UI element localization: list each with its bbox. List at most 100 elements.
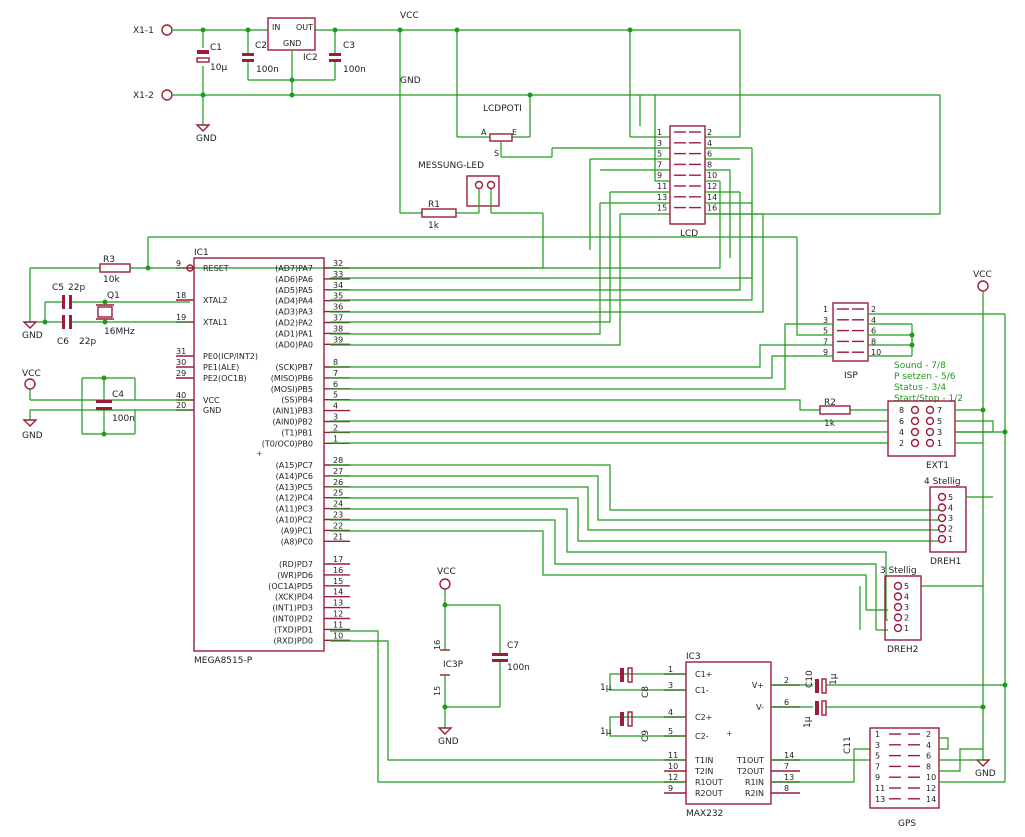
lcd-pin-9: 9 (657, 171, 662, 180)
gps-pin-8: 8 (926, 762, 931, 771)
r1-value: 1k (428, 221, 440, 231)
ic3-pin-7: 7 (784, 762, 789, 771)
ic1-pin-14: 14 (333, 588, 343, 597)
isp-pin-8: 8 (871, 337, 876, 346)
gps-pin-1: 1 (875, 730, 880, 739)
ic3-pin-12: 12 (668, 773, 678, 782)
ic1-pin-32: 32 (333, 259, 343, 268)
lcdpoti-label: LCDPOTI (483, 104, 522, 114)
ic3-pin-label-1: C1+ (695, 670, 712, 679)
ic1-pin-label-32: (AD7)PA7 (275, 264, 313, 273)
c10-label: C10 (805, 670, 815, 688)
led-label: MESSUNG-LED (418, 161, 484, 171)
lcd-pin-13: 13 (657, 193, 667, 202)
gps-pin-10: 10 (926, 773, 936, 782)
gnd-label-4: GND (975, 769, 996, 779)
ic3-label: IC3 (686, 652, 701, 662)
ic1-pin-label-35: (AD4)PA4 (275, 297, 313, 306)
c9-value: 1µ (600, 727, 612, 737)
lcd-pin-14: 14 (707, 193, 717, 202)
ic1-pin-12: 12 (333, 610, 343, 619)
connector-x1-2[interactable] (161, 89, 173, 101)
ic1-pin-label-6: (MOSI)PB5 (271, 385, 313, 394)
ic3-pin-3: 3 (668, 681, 673, 690)
connector-x1-2-label: X1-2 (133, 91, 154, 101)
ic1-pin-17: 17 (333, 555, 343, 564)
ic1-pin-20: 20 (176, 401, 186, 410)
r1-label: R1 (428, 200, 440, 210)
ic3-pin-14: 14 (784, 751, 794, 760)
power-input-section: X1-1 X1-2 C1 10µ GND C2 100n IN OUT GND … (133, 11, 940, 144)
ic1-pin-label-8: (SCK)PB7 (275, 363, 313, 372)
ic1-pin-13: 13 (333, 599, 343, 608)
ext1-pin-5: 5 (937, 417, 942, 426)
lcd-pin-1: 1 (657, 128, 662, 137)
ic1-pin-18: 18 (176, 291, 186, 300)
ic3-pin-label-9: R2OUT (695, 789, 723, 798)
isp-label: ISP (844, 371, 858, 381)
isp-pin-3: 3 (823, 316, 828, 325)
ic1-pin-27: 27 (333, 467, 343, 476)
c7-label: C7 (507, 641, 519, 651)
ext1-pin-2: 2 (899, 439, 904, 448)
ic1-pin-35: 35 (333, 292, 343, 301)
ic1-pin-label-11: (TXD)PD1 (274, 625, 313, 634)
lcd-pin-16: 16 (707, 204, 717, 213)
ic3p-label: IC3P (443, 660, 464, 670)
gnd-label-5: GND (438, 737, 459, 747)
gps-pin-3: 3 (875, 741, 880, 750)
dreh1-pin-1: 1 (948, 535, 953, 544)
ic1-pin-label-21: (A8)PC0 (281, 537, 313, 546)
ic1-pin-16: 16 (333, 566, 343, 575)
gps-pin-6: 6 (926, 752, 931, 761)
ic3-pin-label-10: T2IN (694, 767, 713, 776)
lcd-pin-11: 11 (657, 182, 667, 191)
ic3-pin-label-14: T1OUT (736, 756, 764, 765)
ic3-pin-13: 13 (784, 773, 794, 782)
max232-ic3: IC3 MAX232 1C1+3C1-4C2+5C2-11T1IN10T2IN1… (330, 630, 1005, 819)
isp-pin-6: 6 (871, 327, 876, 336)
ic1-pin-38: 38 (333, 324, 343, 333)
vcc-label-4: VCC (437, 567, 456, 577)
lcd-pin-4: 4 (707, 139, 712, 148)
gps-label: GPS (898, 819, 916, 829)
ic1-pin-label-13: (INT1)PD3 (272, 604, 313, 613)
isp-pin-5: 5 (823, 327, 828, 336)
ic1-pin-28: 28 (333, 456, 343, 465)
ic1-pin-label-25: (A12)PC4 (276, 494, 313, 503)
c3-value: 100n (343, 65, 366, 75)
dreh1-label: DREH1 (930, 557, 961, 567)
ic1-pin-label-28: (A15)PC7 (276, 461, 313, 470)
ic3-pin-label-11: T1IN (694, 756, 713, 765)
ic3-pin-2: 2 (784, 676, 789, 685)
r2-value: 1k (824, 419, 836, 429)
ic1-pin-label-29: PE2(OC1B) (203, 374, 247, 383)
ic3-pin-10: 10 (668, 762, 678, 771)
ic3p-gnd-pin: 15 (433, 686, 442, 696)
ext1-label: EXT1 (926, 461, 949, 471)
ic1-pin-7: 7 (333, 369, 338, 378)
lcd-pin-10: 10 (707, 171, 717, 180)
ic1-pin-label-17: (RD)PD7 (279, 560, 313, 569)
ic1-pin-label-37: (AD2)PA2 (275, 319, 313, 328)
gps-pin-12: 12 (926, 784, 936, 793)
dreh2-pin-2: 2 (904, 614, 909, 623)
ext1-note-2: P setzen - 5/6 (894, 372, 956, 382)
ic1-pin-3: 3 (333, 413, 338, 422)
dreh1-pin-3: 3 (948, 514, 953, 523)
ic3-pin-label-4: C2+ (695, 713, 712, 722)
ic1-pin-label-23: (A10)PC2 (276, 516, 313, 525)
ic2-label: IC2 (303, 53, 318, 63)
connector-x1-1[interactable] (161, 24, 173, 36)
ic1-pin-label-30: PE1(ALE) (203, 363, 239, 372)
ic3-pin-label-5: C2- (695, 732, 709, 741)
gps-pin-7: 7 (875, 762, 880, 771)
ic1-pin-15: 15 (333, 577, 343, 586)
isp-pin-4: 4 (871, 316, 876, 325)
vcc-label-2: VCC (22, 369, 41, 379)
ic1-pin-label-12: (INT0)PD2 (272, 615, 313, 624)
vcc-net-label: VCC (400, 11, 419, 21)
connector-x1-1-label: X1-1 (133, 26, 154, 36)
